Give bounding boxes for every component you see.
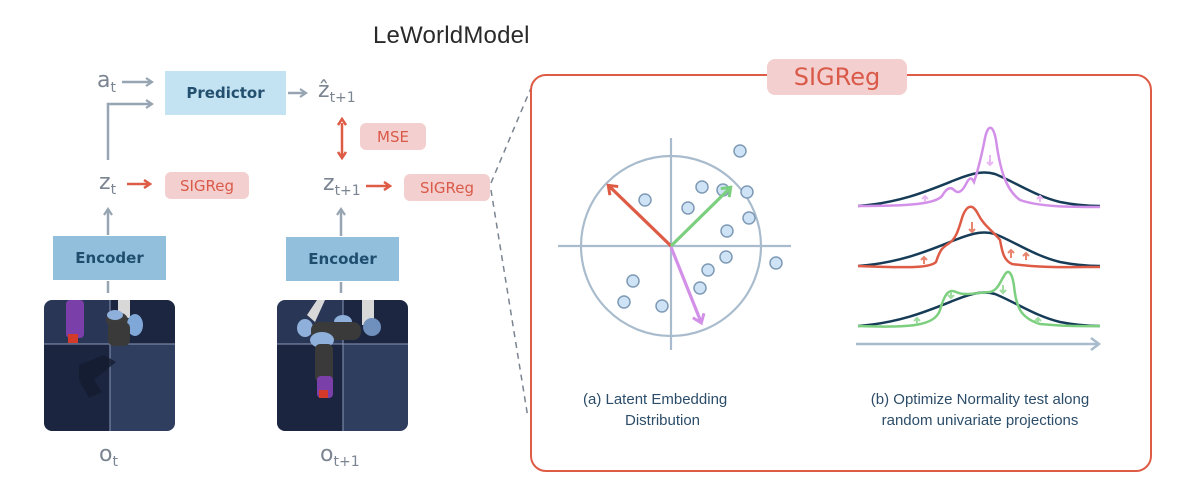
embedding-point xyxy=(733,144,747,158)
observation-image-t xyxy=(44,300,175,431)
predicted-latent-variable: ẑt+1 xyxy=(318,78,356,106)
embedding-point xyxy=(681,201,695,215)
embedding-point xyxy=(617,295,631,309)
embedding-point xyxy=(720,224,734,238)
embedding-point xyxy=(693,281,707,295)
encoder-box-t1: Encoder xyxy=(286,237,399,281)
gaussian-reference-curve-1 xyxy=(857,171,1101,208)
embedding-point xyxy=(719,250,733,264)
latent-t-variable: zt xyxy=(99,170,117,198)
embedding-point xyxy=(695,180,709,194)
correction-arrows xyxy=(913,155,1044,324)
predictor-box: Predictor xyxy=(165,71,286,115)
figure-title: LeWorldModel xyxy=(373,22,530,49)
embedding-point xyxy=(769,256,783,270)
empirical-distribution-purple xyxy=(857,126,1101,209)
observation-t1-label: ot+1 xyxy=(320,442,360,470)
sigreg-badge-t: SIGReg xyxy=(165,172,249,199)
arrow-latent-to-predictor xyxy=(106,99,154,160)
observation-t-label: ot xyxy=(99,442,118,470)
embedding-point xyxy=(626,274,640,288)
sigreg-panel-title: SIGReg xyxy=(767,59,907,95)
caption-a: (a) Latent Embedding Distribution xyxy=(583,389,727,431)
projection-direction-purple xyxy=(669,246,701,322)
caption-a-line-2: Distribution xyxy=(625,412,701,429)
observation-image-t1 xyxy=(277,300,408,431)
embedding-point xyxy=(638,193,652,207)
empirical-distribution-green xyxy=(857,270,1101,328)
action-variable: at xyxy=(97,68,116,96)
zoom-dashed-line-bottom xyxy=(490,189,529,419)
projection-direction-green xyxy=(669,188,730,248)
embedding-point xyxy=(740,185,754,199)
projection-direction-red xyxy=(609,186,673,248)
embedding-point xyxy=(742,211,756,225)
caption-b-line-1: (b) Optimize Normality test along xyxy=(870,391,1090,408)
latent-t1-variable: zt+1 xyxy=(323,171,361,199)
embedding-point xyxy=(655,299,669,313)
caption-b-line-2: random univariate projections xyxy=(881,412,1079,429)
gaussian-reference-curve-3 xyxy=(857,291,1101,328)
encoder-box-t: Encoder xyxy=(53,236,166,280)
caption-b: (b) Optimize Normality test along random… xyxy=(840,389,1120,431)
sigreg-badge-t1: SIGReg xyxy=(404,174,490,201)
mse-loss-badge: MSE xyxy=(360,123,426,150)
embedding-point xyxy=(701,263,715,277)
empirical-distribution-red xyxy=(857,205,1101,269)
caption-a-line-1: (a) Latent Embedding xyxy=(583,391,728,408)
gaussian-reference-curve-2 xyxy=(857,231,1101,268)
